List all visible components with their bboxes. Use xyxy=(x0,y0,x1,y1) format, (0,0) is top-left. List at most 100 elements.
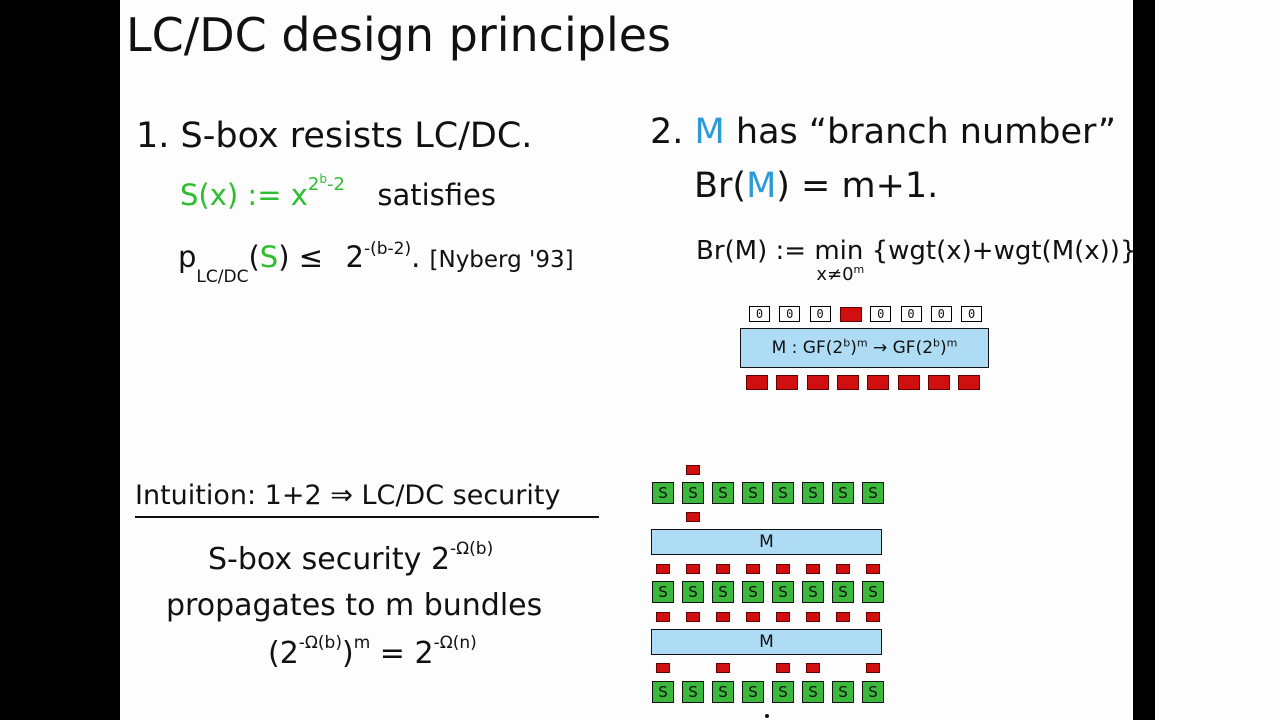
map-label: M : GF(2 xyxy=(771,338,844,358)
line3-a: (2 xyxy=(268,636,299,671)
zero-input-bundle: 0 xyxy=(870,306,892,322)
prob-p: p xyxy=(178,240,197,274)
active-output-bundle xyxy=(867,375,890,390)
br-M: M xyxy=(746,166,777,206)
zero-input-bundle: 0 xyxy=(900,306,922,322)
sbox-security-text: S-box security 2 xyxy=(208,542,451,577)
sbox: S xyxy=(682,581,704,603)
sbox: S xyxy=(742,581,764,603)
map-b2: b xyxy=(933,336,941,350)
sbox: S xyxy=(832,681,854,703)
sbox: S xyxy=(772,681,794,703)
active-bundle xyxy=(656,564,670,574)
sbox: S xyxy=(832,581,854,603)
map-b: b xyxy=(843,336,851,350)
sbox: S xyxy=(772,581,794,603)
sbox: S xyxy=(742,681,764,703)
prob-close: ) ≤ xyxy=(278,240,324,274)
sbox: S xyxy=(652,581,674,603)
line3-exp2: -Ω(n) xyxy=(433,633,477,653)
sbox: S xyxy=(652,681,674,703)
line3-c: = 2 xyxy=(370,636,434,671)
def-sub: x≠0 xyxy=(816,264,854,285)
active-output-bundle xyxy=(836,375,859,390)
active-bundle xyxy=(806,663,820,673)
active-output-bundle xyxy=(927,375,950,390)
prob-dot: . xyxy=(411,240,421,274)
prob-sub: LC/DC xyxy=(196,266,249,287)
map-arrow: → xyxy=(872,338,888,358)
principle-2-heading: 2. M has “branch number” xyxy=(650,112,1116,152)
line3-b: ) xyxy=(341,636,354,671)
line3-m: m xyxy=(353,633,371,653)
sbox: S xyxy=(712,681,734,703)
heading-M: M xyxy=(694,112,725,152)
sbox-security-exp: -Ω(b) xyxy=(450,539,494,559)
right-margin-strip xyxy=(1155,0,1280,720)
sbox: S xyxy=(712,482,734,504)
sbox: S xyxy=(802,681,824,703)
sbox: S xyxy=(862,681,884,703)
heading-number: 2. xyxy=(650,112,684,152)
def-sub-sup: m xyxy=(853,263,865,276)
prob-exp: -(b-2) xyxy=(363,239,412,260)
prob-base: 2 xyxy=(345,240,364,274)
map-m2: m xyxy=(946,336,958,350)
sbox: S xyxy=(832,482,854,504)
prob-S: S xyxy=(259,240,279,274)
active-bundle xyxy=(866,612,880,622)
intuition-line-3: (2-Ω(b))m = 2-Ω(n) xyxy=(268,633,477,672)
active-bundle xyxy=(716,663,730,673)
sbox-arg: (x) := x xyxy=(198,178,308,212)
branch-number-definition: Br(M) := min x≠0m {wgt(x)+wgt(M(x))} xyxy=(696,236,1133,285)
active-output-bundle xyxy=(958,375,981,390)
active-bundle xyxy=(836,564,850,574)
active-bundle xyxy=(806,612,820,622)
sbox: S xyxy=(802,482,824,504)
def-lhs: Br(M) := xyxy=(696,236,807,266)
sbox: S xyxy=(712,581,734,603)
nyberg-citation: [Nyberg '93] xyxy=(429,247,574,273)
map-m: m xyxy=(856,336,868,350)
br-rhs: ) = m+1. xyxy=(776,166,939,206)
zero-input-bundle: 0 xyxy=(961,306,983,322)
sbox: S xyxy=(742,482,764,504)
active-bundle xyxy=(776,663,790,673)
active-output-bundle xyxy=(897,375,920,390)
branch-number-eq: Br(M) = m+1. xyxy=(694,166,938,206)
active-bundle xyxy=(716,564,730,574)
active-bundle xyxy=(836,612,850,622)
active-bundle xyxy=(656,663,670,673)
sbox: S xyxy=(862,482,884,504)
mixing-layer: M xyxy=(651,529,882,555)
sbox-definition: S(x) := x2b-2 satisfies xyxy=(180,173,496,212)
active-bundle xyxy=(686,465,700,475)
sbox: S xyxy=(862,581,884,603)
active-output-bundle xyxy=(776,375,799,390)
intuition-underline xyxy=(135,516,599,518)
zero-input-bundle: 0 xyxy=(779,306,801,322)
sbox-exp-rest: -2 xyxy=(326,174,345,196)
zero-input-bundle: 0 xyxy=(749,306,770,322)
active-bundle xyxy=(866,564,880,574)
slide-title: LC/DC design principles xyxy=(126,8,671,62)
sbox: S xyxy=(772,482,794,504)
heading-rest: has “branch number” xyxy=(735,112,1117,152)
sbox-exp-base: 2 xyxy=(307,174,320,196)
intuition-line-2: propagates to m bundles xyxy=(166,588,543,623)
active-bundle xyxy=(686,512,700,522)
zero-input-bundle: 0 xyxy=(809,306,831,322)
active-bundle xyxy=(656,612,670,622)
active-output-bundle xyxy=(806,375,829,390)
active-bundle xyxy=(776,564,790,574)
line3-exp1: -Ω(b) xyxy=(298,633,342,653)
sbox-satisfies: satisfies xyxy=(377,178,496,212)
active-input-bundle xyxy=(839,307,862,322)
prob-open: ( xyxy=(248,240,260,274)
intuition-line-1: S-box security 2-Ω(b) xyxy=(208,539,494,578)
sbox: S xyxy=(682,482,704,504)
sbox-symbol: S xyxy=(180,178,199,212)
active-bundle xyxy=(746,564,760,574)
principle-1-heading: 1. S-box resists LC/DC. xyxy=(136,116,533,156)
zero-input-bundle: 0 xyxy=(930,306,952,322)
